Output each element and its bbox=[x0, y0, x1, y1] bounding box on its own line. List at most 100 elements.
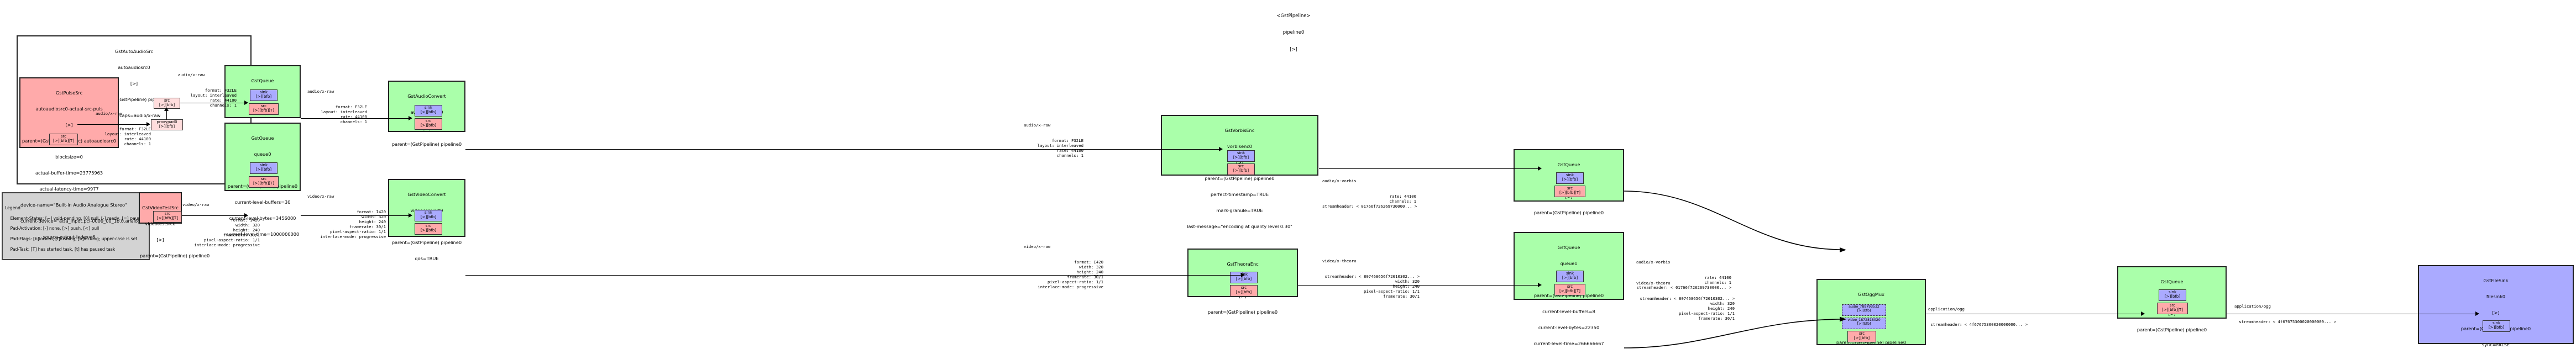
bin-state: [>] bbox=[130, 81, 138, 87]
element-prop: current-level-time=266666667 bbox=[1533, 341, 1604, 347]
pad-filesink0-sink[interactable]: sink [>][bfb] bbox=[2483, 320, 2510, 332]
pad-queue4-src[interactable]: src [>][bfb][T] bbox=[2157, 303, 2188, 314]
element-prop: parent=(GstPipeline) pipeline0 bbox=[1533, 293, 1604, 299]
pad-queue4-sink[interactable]: sink [>][bfb] bbox=[2159, 289, 2186, 301]
caps-video-raw-3: video/x-raw format: I420 width: 320 heig… bbox=[1024, 234, 1103, 299]
caps-audio-raw-4: audio/x-raw format: F32LE layout: interl… bbox=[1024, 113, 1083, 168]
pad-oggmux-video[interactable]: video_1872818020 [>][bfb] bbox=[1842, 318, 1886, 329]
pipeline-name: pipeline0 bbox=[1282, 29, 1305, 35]
element-prop: actual-latency-time=9977 bbox=[39, 186, 99, 192]
caps-head: application/ogg bbox=[2234, 304, 2271, 309]
element-prop: current-level-time=1000000000 bbox=[226, 231, 300, 237]
caps-head: video/x-theora bbox=[1636, 281, 1671, 286]
element-oggmux[interactable]: GstOggMux mux [>] parent=(GstPipeline) p… bbox=[1816, 279, 1926, 345]
element-name: filesink0 bbox=[2486, 294, 2506, 300]
pad-videoconvert0-sink[interactable]: sink [>][bfb] bbox=[415, 210, 442, 221]
element-type: GstQueue bbox=[251, 135, 274, 141]
caps-head: audio/x-raw bbox=[96, 111, 123, 117]
caps-head: video/x-raw bbox=[307, 194, 334, 199]
caps-body: rate: 44100 channels: 1 streamheader: < … bbox=[1322, 193, 1417, 209]
pad-vorbisenc0-src[interactable]: src [>][bfb] bbox=[1227, 163, 1255, 175]
pad-proxypad0[interactable]: proxypad0 [>][bfb] bbox=[151, 119, 183, 130]
edge-arrowhead bbox=[1538, 166, 1542, 171]
caps-head: application/ogg bbox=[1928, 307, 1965, 312]
element-filesink0-label: GstFileSink filesink0 [>] parent=(GstPip… bbox=[2419, 266, 2573, 354]
element-filesink0[interactable]: GstFileSink filesink0 [>] parent=(GstPip… bbox=[2418, 265, 2574, 347]
edge-arrowhead bbox=[409, 116, 412, 120]
caps-head: audio/x-raw bbox=[307, 89, 334, 94]
edge-audioconvert0-to-vorbisenc0 bbox=[465, 149, 1219, 150]
caps-audio-raw-2: audio/x-raw format: F32LE layout: interl… bbox=[178, 62, 237, 118]
bin-type: GstAutoAudioSrc bbox=[115, 49, 153, 55]
element-prop: parent=(GstPipeline) pipeline0 bbox=[1836, 340, 1907, 346]
page-title: <GstPipeline> pipeline0 [>] bbox=[1238, 2, 1349, 63]
caps-video-raw-2: video/x-raw format: I420 width: 320 heig… bbox=[307, 184, 386, 249]
element-type: GstPulseSrc bbox=[55, 90, 83, 96]
pad-oggmux-audio[interactable]: audio_789793532 [>][bfb] bbox=[1842, 304, 1886, 316]
element-prop: blocksize=0 bbox=[55, 154, 83, 160]
edge-arrowhead bbox=[244, 101, 248, 105]
pad-queue3-src[interactable]: src [>][bfb][T] bbox=[1554, 186, 1585, 197]
pad-audioconvert0-sink[interactable]: sink [>][bfb] bbox=[415, 105, 442, 117]
element-queue4[interactable]: GstQueue queue4 [>] parent=(GstPipeline)… bbox=[2117, 266, 2227, 332]
caps-audio-raw-1: audio/x-raw format: F32LE layout: interl… bbox=[96, 101, 151, 156]
element-queue0[interactable]: GstQueue queue0 [>] parent=(GstPipeline)… bbox=[224, 123, 301, 237]
element-prop: parent=(GstPipeline) pipeline0 bbox=[391, 141, 462, 147]
pad-videotestsrc0-src[interactable]: src [>][bfb][T] bbox=[153, 211, 182, 223]
pad-audioconvert0-src[interactable]: src [>][bfb] bbox=[415, 118, 442, 130]
element-theoraenc0[interactable]: GstTheoraEnc theoraenc0 [>] parent=(GstP… bbox=[1187, 249, 1298, 315]
element-prop: actual-buffer-time=23775963 bbox=[35, 170, 103, 176]
element-prop: sync=FALSE bbox=[2481, 342, 2510, 348]
element-prop: current-level-buffers=8 bbox=[1542, 309, 1595, 315]
pad-oggmux-src[interactable]: src [>][bfb] bbox=[1847, 331, 1876, 342]
element-vorbisenc0[interactable]: GstVorbisEnc vorbisenc0 [>] parent=(GstP… bbox=[1161, 115, 1318, 229]
pad-queue0-sink[interactable]: sink [>][bfb] bbox=[250, 162, 278, 174]
pad-videoconvert0-src[interactable]: src [>][bfb] bbox=[415, 223, 442, 235]
pad-queue2-src[interactable]: src [>][bfb][T] bbox=[249, 103, 279, 115]
element-audioconvert0[interactable]: GstAudioConvert audioconvert0 [>] parent… bbox=[388, 81, 465, 147]
pad-queue2-sink[interactable]: sink [>][bfb] bbox=[250, 89, 278, 101]
element-videotestsrc0[interactable]: GstVideoTestSrc videotestsrc0 [>] parent… bbox=[139, 192, 210, 258]
caps-body: streamheader: < 4f67675300020000000... > bbox=[2239, 319, 2336, 324]
caps-body: format: F32LE layout: interleaved rate: … bbox=[1037, 138, 1083, 158]
element-queue3[interactable]: GstQueue queue3 [>] parent=(GstPipeline)… bbox=[1514, 149, 1624, 215]
element-prop: current-level-buffers=30 bbox=[234, 199, 291, 205]
edge-arrowhead bbox=[1538, 283, 1542, 287]
element-prop: perfect-timestamp=TRUE bbox=[1210, 192, 1269, 198]
element-prop: current-level-bytes=22350 bbox=[1538, 325, 1600, 331]
pad-vorbisenc0-sink[interactable]: sink [>][bfb] bbox=[1227, 150, 1255, 162]
element-prop: device-name="Built-in Audio Analogue Ste… bbox=[20, 202, 127, 208]
caps-video-theora-1: video/x-theora streamheader: < 807468656… bbox=[1322, 249, 1420, 309]
edge-vorbisenc-out bbox=[1319, 168, 1538, 170]
edge-videotestsrc-to-queue0 bbox=[182, 215, 245, 216]
caps-head: video/x-theora bbox=[1322, 258, 1357, 264]
pad-queue0-src[interactable]: src [>][bfb][T] bbox=[249, 176, 279, 188]
caps-audio-vorbis-2: audio/x-vorbis rate: 44100 channels: 1 s… bbox=[1636, 250, 1731, 300]
caps-body: format: I420 width: 320 height: 240 fram… bbox=[194, 217, 260, 248]
element-prop: parent=(GstPipeline) pipeline0 bbox=[1533, 210, 1604, 216]
edge-proxypad-to-ghost bbox=[166, 109, 167, 120]
element-vorbisenc0-label: GstVorbisEnc vorbisenc0 [>] parent=(GstP… bbox=[1162, 116, 1317, 240]
element-prop: parent=(GstPipeline) pipeline0 bbox=[140, 253, 210, 259]
element-prop: parent=(GstPipeline) pipeline0 bbox=[2137, 327, 2207, 333]
caps-head: audio/x-vorbis bbox=[1636, 260, 1671, 265]
caps-audio-raw-3: audio/x-raw format: F32LE layout: interl… bbox=[307, 79, 367, 134]
edge-arrowhead bbox=[1241, 273, 1245, 277]
pad-queue1-sink[interactable]: sink [>][bfb] bbox=[1556, 271, 1584, 282]
pipeline-state: [>] bbox=[1290, 46, 1297, 52]
pipeline-type: <GstPipeline> bbox=[1276, 13, 1311, 19]
pad-pulsesrc-src[interactable]: src [>][bfb][T] bbox=[49, 134, 78, 145]
element-queue1[interactable]: GstQueue queue1 [>] parent=(GstPipeline)… bbox=[1514, 232, 1624, 346]
bin-name: autoaudiosrc0 bbox=[118, 65, 150, 71]
element-pulsesrc[interactable]: GstPulseSrc autoaudiosrc0-actual-src-pul… bbox=[19, 77, 159, 240]
legend-title: Legend bbox=[5, 205, 20, 210]
element-videoconvert0[interactable]: GstVideoConvert videoconvert0 [>] parent… bbox=[388, 179, 465, 261]
pad-queue1-src[interactable]: src [>][bfb][T] bbox=[1554, 284, 1585, 295]
element-prop: current-device="alsa_input.pci-0000_00_1… bbox=[20, 218, 159, 224]
element-state: [>] bbox=[65, 122, 73, 128]
legend-line-pad-flags: Pad-Flags: [b]locked, [f]lushing, [b]loc… bbox=[10, 236, 138, 242]
caps-body: format: F32LE layout: interleaved rate: … bbox=[321, 104, 367, 124]
pad-theoraenc0-src[interactable]: src [>][bfb] bbox=[1230, 285, 1258, 297]
edge-pulsesrc-to-proxypad bbox=[77, 124, 147, 125]
pad-queue3-sink[interactable]: sink [>][bfb] bbox=[1556, 172, 1584, 184]
